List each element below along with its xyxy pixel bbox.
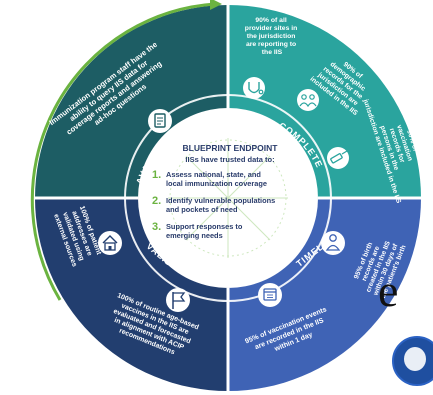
center-item-line: Support responses to xyxy=(166,222,243,231)
center-item-2: 2. Identify vulnerable populations and p… xyxy=(152,195,275,214)
center-hub-decoration xyxy=(168,138,288,258)
center-item-number: 1. xyxy=(152,169,161,181)
report-document-icon xyxy=(148,109,172,133)
progress-arrow-head xyxy=(210,0,222,10)
label-ring xyxy=(124,94,332,302)
progress-arrow xyxy=(30,2,216,301)
center-item-number: 2. xyxy=(152,195,161,207)
baby-icon xyxy=(321,231,345,255)
center-subtitle: IISs have trusted data to: xyxy=(185,155,274,164)
agency-seal-logo xyxy=(392,336,433,386)
center-item-3: 3. Support responses to emerging needs xyxy=(152,221,243,240)
house-icon xyxy=(98,231,122,255)
center-title: BLUEPRINT ENDPOINT xyxy=(183,143,279,153)
people-icon xyxy=(297,89,319,111)
center-item-line: local immunization coverage xyxy=(166,179,267,188)
stethoscope-icon xyxy=(243,77,265,99)
center-item-line: and pockets of need xyxy=(166,205,238,214)
calendar-icon xyxy=(258,283,282,307)
partial-slide-letter: e xyxy=(378,265,399,316)
center-item-1: 1. Assess national, state, and local imm… xyxy=(152,169,267,188)
flag-icon xyxy=(166,288,190,312)
center-item-number: 3. xyxy=(152,221,161,233)
center-item-line: Identify vulnerable populations xyxy=(166,196,275,205)
center-item-line: Assess national, state, and xyxy=(166,170,261,179)
syringe-icon xyxy=(327,147,349,169)
center-item-line: emerging needs xyxy=(166,231,223,240)
complete-item-1-text: 90% of all provider sites in the jurisdi… xyxy=(245,17,299,56)
